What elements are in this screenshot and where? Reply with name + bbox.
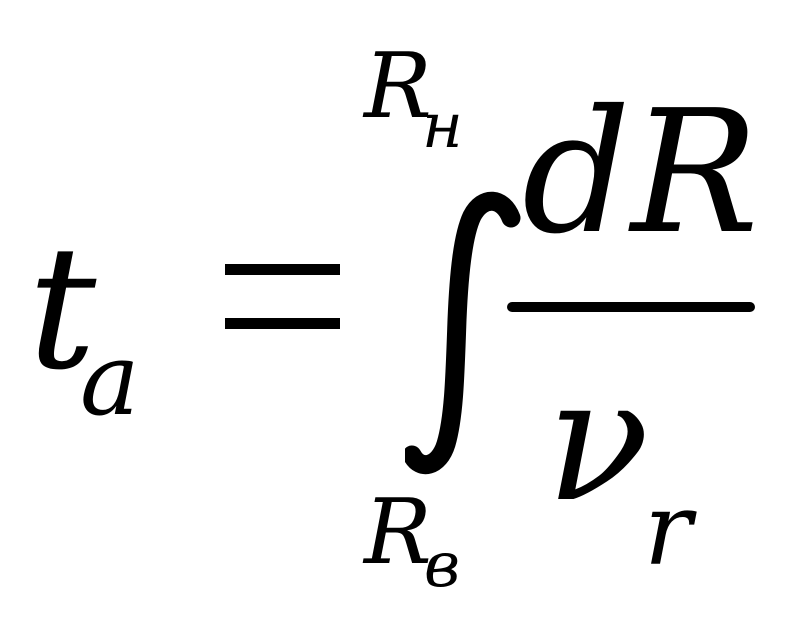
fraction-bar <box>507 302 755 312</box>
lhs-subscript: a <box>80 321 140 438</box>
integral-sign-icon <box>405 191 521 475</box>
lower-limit-subscript: в <box>424 528 461 601</box>
fraction-denominator-subscript: r <box>644 471 692 588</box>
upper-limit-variable: R <box>364 34 432 139</box>
lhs-variable: t <box>28 210 97 408</box>
fraction-numerator: dR <box>522 74 759 272</box>
equals-sign-bottom-bar <box>225 318 340 329</box>
fraction-denominator-variable: ν <box>546 342 650 540</box>
lower-limit-variable: R <box>364 480 432 585</box>
upper-limit-subscript: н <box>422 89 463 162</box>
equals-sign-top-bar <box>225 264 340 275</box>
